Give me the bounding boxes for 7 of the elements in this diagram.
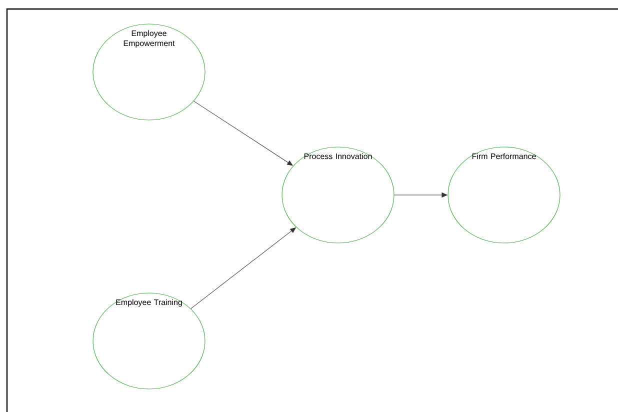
ellipse-node: Firm Performance xyxy=(448,146,560,244)
arrow xyxy=(194,100,293,166)
arrow xyxy=(190,227,296,309)
ellipse-node: Employee Empowerment xyxy=(92,24,206,120)
ellipse-node: Employee Training xyxy=(92,292,206,390)
arrow xyxy=(394,192,448,198)
ellipse-node: Process Innovation xyxy=(282,146,394,244)
